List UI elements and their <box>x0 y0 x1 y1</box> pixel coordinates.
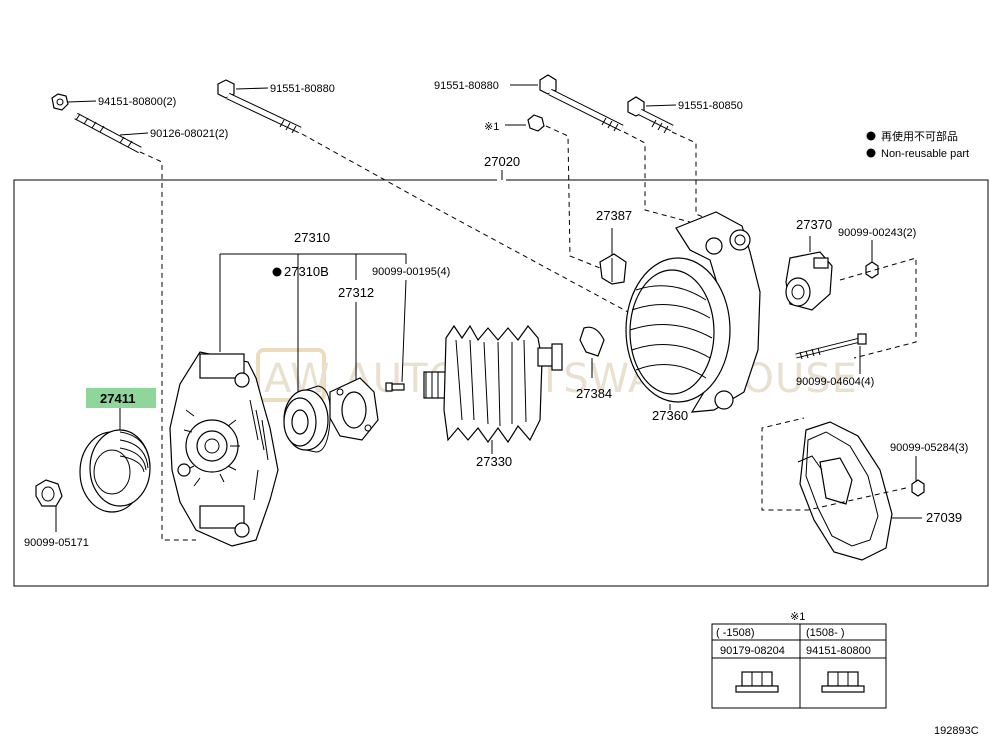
label-90099-05284[interactable]: 90099-05284(3) <box>890 442 968 454</box>
label-27387[interactable]: 27387 <box>596 208 632 223</box>
bolt-91551-middle[interactable] <box>539 74 624 132</box>
label-90099-00243[interactable]: 90099-00243(2) <box>838 227 916 239</box>
spring-27384[interactable] <box>579 326 605 357</box>
flange-nut-icon-1 <box>735 671 779 693</box>
rotor-27330[interactable] <box>423 324 563 444</box>
pulley-27411[interactable] <box>79 429 151 513</box>
variant-table <box>711 623 887 709</box>
label-94151-top[interactable]: 94151-80800(2) <box>98 96 176 108</box>
nut-mark1[interactable] <box>527 114 545 132</box>
flange-nut-icon-2 <box>821 671 865 693</box>
table-header-1: ( -1508) <box>716 627 755 639</box>
retainer-plate-27312[interactable] <box>329 377 379 441</box>
table-part-2[interactable]: 94151-80800 <box>806 645 871 657</box>
table-part-1[interactable]: 90179-08204 <box>720 645 785 657</box>
label-90126[interactable]: 90126-08021(2) <box>150 128 228 140</box>
stator-27360[interactable] <box>625 211 761 413</box>
bolt-91551-80850[interactable] <box>627 96 674 134</box>
stud-90126[interactable] <box>74 112 142 154</box>
label-27370[interactable]: 27370 <box>796 217 832 232</box>
label-27360[interactable]: 27360 <box>652 408 688 423</box>
nut-90099-00243[interactable] <box>865 261 879 279</box>
nut-90099-05171[interactable] <box>35 479 63 507</box>
legend-jp: 再使用不可部品 <box>881 129 958 143</box>
bolt-90099-04604[interactable] <box>795 333 867 360</box>
label-27310[interactable]: 27310 <box>294 230 330 245</box>
label-91551-middle[interactable]: 91551-80880 <box>434 80 499 92</box>
label-91551-80850[interactable]: 91551-80850 <box>678 100 743 112</box>
screw-90099-00195[interactable] <box>385 382 405 392</box>
label-27384[interactable]: 27384 <box>576 386 612 401</box>
non-reusable-bullet-27310b <box>272 267 282 277</box>
drive-end-frame[interactable] <box>169 351 279 547</box>
label-90099-00195[interactable]: 90099-00195(4) <box>372 266 450 278</box>
table-mark: ※1 <box>790 611 805 623</box>
assembly-frame <box>13 179 989 587</box>
table-header-2: (1508- ) <box>806 627 845 639</box>
legend-en: Non-reusable part <box>881 148 969 160</box>
nut-90099-05284[interactable] <box>911 479 925 497</box>
bearing-27310b[interactable] <box>283 385 331 453</box>
label-27411[interactable]: 27411 <box>100 391 135 406</box>
legend-bullet-jp <box>866 131 876 141</box>
label-91551-left[interactable]: 91551-80880 <box>270 83 335 95</box>
label-90099-04604[interactable]: 90099-04604(4) <box>796 376 874 388</box>
bolt-91551-left[interactable] <box>217 79 302 134</box>
label-27330[interactable]: 27330 <box>476 454 512 469</box>
nut-94151-top[interactable] <box>51 93 69 111</box>
label-27310B[interactable]: 27310B <box>284 264 329 279</box>
mark1-label: ※1 <box>484 121 499 133</box>
label-27020[interactable]: 27020 <box>484 154 520 169</box>
highlight-27411 <box>86 388 156 408</box>
insulator-27387[interactable] <box>599 253 627 285</box>
regulator-27370[interactable] <box>785 251 833 311</box>
label-27312[interactable]: 27312 <box>338 285 374 300</box>
label-27039[interactable]: 27039 <box>926 510 962 525</box>
legend-bullet-en <box>866 148 876 158</box>
rear-cover-27039[interactable] <box>797 421 893 561</box>
label-90099-05171[interactable]: 90099-05171 <box>24 537 89 549</box>
drawing-number: 192893C <box>934 725 979 737</box>
